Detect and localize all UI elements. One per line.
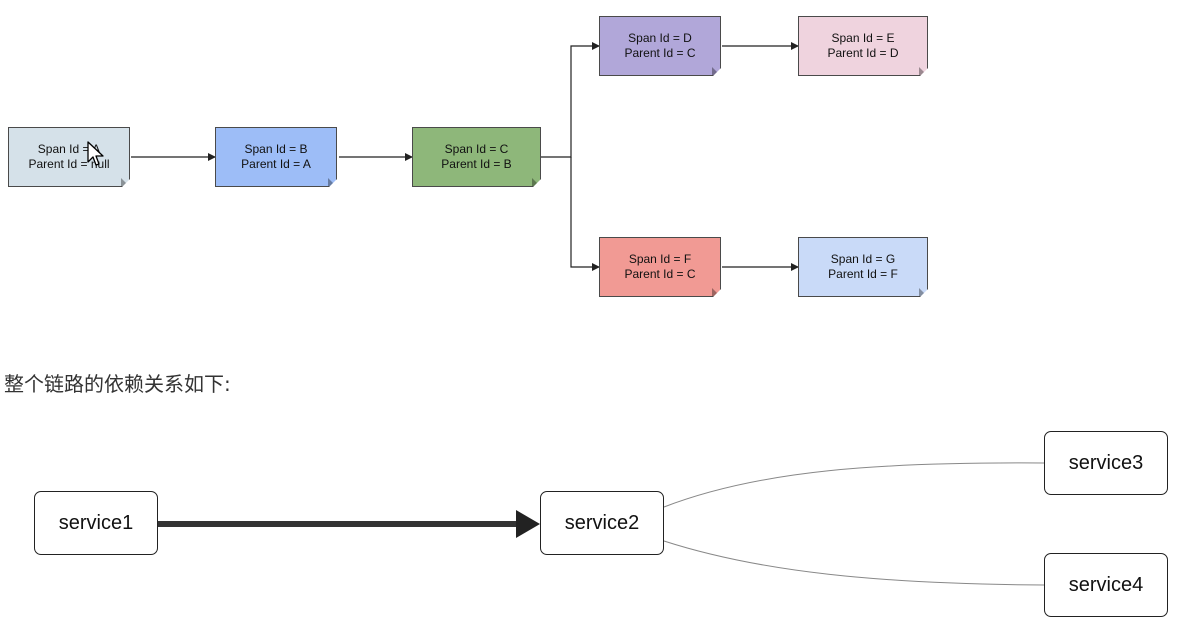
service-label: service4 — [1068, 573, 1144, 596]
span-node-f: Span Id = F Parent Id = C — [599, 237, 721, 297]
page-fold-icon — [532, 178, 540, 186]
span-id-label: Span Id = A — [37, 142, 101, 156]
edge-c-f — [570, 157, 600, 271]
span-node-a: Span Id = A Parent Id = null — [8, 127, 130, 187]
edge-c-d — [541, 42, 600, 158]
service-label: service1 — [58, 511, 134, 534]
edge-service1-service2-head — [516, 510, 540, 538]
mouse-pointer-icon — [87, 141, 104, 166]
service-label: service3 — [1068, 451, 1144, 474]
service-node-service2: service2 — [540, 491, 664, 555]
span-id-label: Span Id = C — [444, 142, 509, 156]
span-node-d: Span Id = D Parent Id = C — [599, 16, 721, 76]
span-id-label: Span Id = F — [628, 252, 692, 266]
page-fold-icon — [919, 67, 927, 75]
parent-id-label: Parent Id = C — [624, 46, 696, 60]
page-fold-icon — [121, 178, 129, 186]
span-id-label: Span Id = D — [628, 31, 692, 45]
parent-id-label: Parent Id = D — [827, 46, 899, 60]
page-fold-icon — [712, 288, 720, 296]
page-fold-icon — [712, 67, 720, 75]
parent-id-label: Parent Id = C — [624, 267, 696, 281]
service-node-service4: service4 — [1044, 553, 1168, 617]
dependency-caption: 整个链路的依赖关系如下: — [4, 372, 231, 396]
parent-id-label: Parent Id = A — [241, 157, 311, 171]
span-node-g: Span Id = G Parent Id = F — [798, 237, 928, 297]
span-node-c: Span Id = C Parent Id = B — [412, 127, 541, 187]
page-fold-icon — [328, 178, 336, 186]
service-node-service1: service1 — [34, 491, 158, 555]
span-node-e: Span Id = E Parent Id = D — [798, 16, 928, 76]
service-label: service2 — [564, 511, 640, 534]
edge-service2-service4 — [663, 540, 1045, 586]
span-id-label: Span Id = E — [831, 31, 895, 45]
page-fold-icon — [919, 288, 927, 296]
span-node-b: Span Id = B Parent Id = A — [215, 127, 337, 187]
service-node-service3: service3 — [1044, 431, 1168, 495]
parent-id-label: Parent Id = F — [828, 267, 898, 281]
edge-service2-service3 — [663, 462, 1045, 508]
span-id-label: Span Id = B — [244, 142, 308, 156]
span-id-label: Span Id = G — [830, 252, 896, 266]
parent-id-label: Parent Id = B — [441, 157, 512, 171]
